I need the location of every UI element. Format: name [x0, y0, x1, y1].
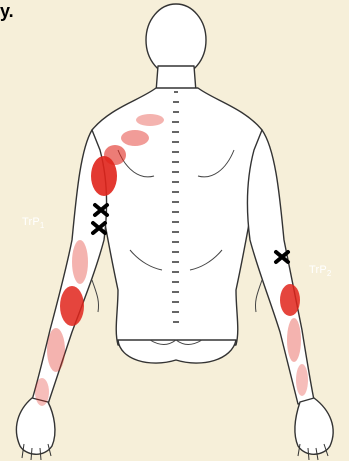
right-arm	[247, 130, 314, 404]
right-hand	[295, 398, 333, 454]
buttocks	[118, 340, 236, 363]
head	[146, 4, 206, 76]
torso	[88, 88, 265, 345]
trigger-point-2-label: TrP2	[309, 264, 332, 278]
left-hand	[16, 398, 55, 454]
body-outline	[16, 4, 333, 454]
trigger-point-1-label: TrP1	[22, 216, 45, 230]
finger-lines	[22, 444, 328, 460]
